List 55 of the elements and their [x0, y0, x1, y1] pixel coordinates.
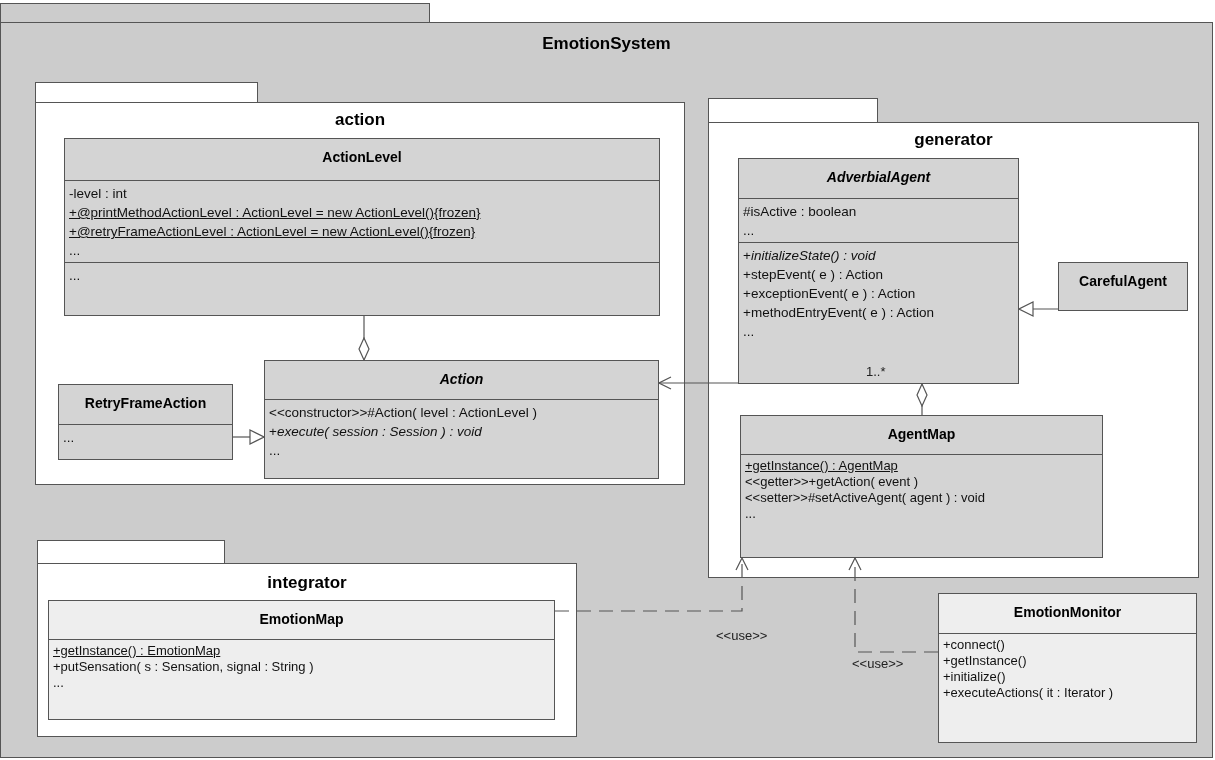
class-name: CarefulAgent [1079, 273, 1167, 289]
dependency-arrow [554, 557, 749, 612]
member-text: ... [745, 506, 756, 522]
class-box [1058, 262, 1188, 311]
class-name: AdverbialAgent [826, 169, 931, 185]
class-box [938, 593, 1197, 743]
association-line [1018, 301, 1059, 317]
member-text: +executeActions( it : Iterator ) [943, 685, 1114, 701]
member-text: <<setter>>#setActiveAgent( agent ) : void [745, 490, 985, 506]
class-box [738, 158, 1019, 384]
operation-text: ... [743, 323, 755, 341]
member-text: ... [53, 675, 64, 691]
member-text: ... [69, 242, 81, 260]
association-line [658, 376, 739, 390]
member-text: +getInstance() [943, 653, 1027, 669]
class-name: EmotionMonitor [1013, 604, 1122, 620]
class-name: EmotionMap [259, 611, 344, 627]
member-text: <<getter>>+getAction( event ) [745, 474, 919, 490]
operation-text: +stepEvent( e ) : Action [743, 266, 883, 284]
package-name: EmotionSystem [542, 34, 671, 54]
edge-label: 1..* [866, 364, 886, 379]
member-text: +getInstance() : AgentMap [745, 458, 898, 474]
member-text: +connect() [943, 637, 1005, 653]
class-box [264, 360, 659, 479]
package-name: integrator [267, 573, 347, 593]
member-text: ... [63, 429, 75, 447]
association-line [232, 429, 265, 445]
member-text: ... [269, 442, 281, 460]
member-text: +@printMethodActionLevel : ActionLevel = new ActionLevel(){frozen} [69, 204, 481, 222]
member-text: +getInstance() : EmotionMap [53, 643, 221, 659]
package-name: action [334, 110, 386, 130]
member-text: <<constructor>>#Action( level : ActionLevel ) [269, 404, 537, 422]
dependency-arrow [848, 557, 939, 653]
operation-text: ... [69, 267, 81, 285]
class-box [64, 138, 660, 316]
class-name: AgentMap [887, 426, 956, 442]
package-name: generator [914, 130, 993, 150]
association-line [916, 383, 928, 416]
member-text: -level : int [69, 185, 127, 203]
class-box [58, 384, 233, 460]
member-text: +execute( session : Session ) : void [269, 423, 482, 441]
class-box [740, 415, 1103, 558]
class-name: RetryFrameAction [84, 395, 207, 411]
operation-text: +methodEntryEvent( e ) : Action [743, 304, 934, 322]
member-text: ... [743, 222, 755, 240]
operation-text: +exceptionEvent( e ) : Action [743, 285, 916, 303]
member-text: +@retryFrameActionLevel : ActionLevel = new ActionLevel(){frozen} [69, 223, 476, 241]
member-text: +initialize() [943, 669, 1006, 685]
class-name: Action [439, 371, 484, 387]
class-box [48, 600, 555, 720]
association-line [358, 315, 370, 361]
member-text: +putSensation( s : Sensation, signal : String ) [53, 659, 314, 675]
class-name: ActionLevel [322, 149, 402, 165]
operation-text: +initializeState() : void [743, 247, 876, 265]
member-text: #isActive : boolean [743, 203, 857, 221]
